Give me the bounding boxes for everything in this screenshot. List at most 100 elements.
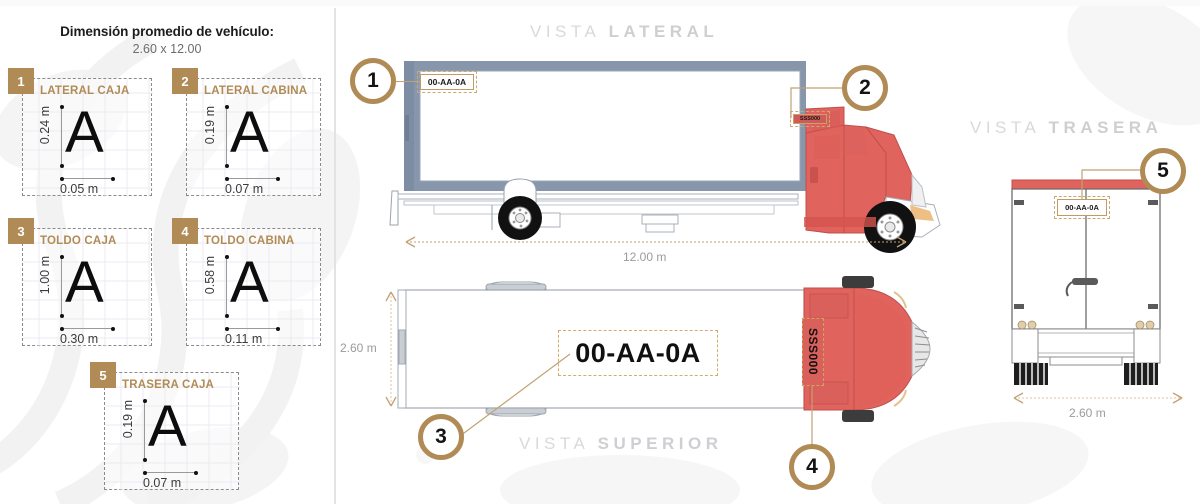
measure-dot [59, 164, 64, 168]
panel-divider [334, 8, 336, 504]
card-label-1: LATERAL CAJA [40, 85, 130, 97]
spec-card-3[interactable]: 3 TOLDO CAJA A 1.00 m 0.30 m [8, 218, 158, 350]
marker-4[interactable]: 4 [789, 444, 835, 490]
measure-dot [142, 458, 147, 462]
marker-1[interactable]: 1 [350, 58, 396, 104]
plate-text: SSS000 [806, 328, 820, 376]
measure-dot [59, 314, 64, 318]
card-label-5: TRASERA CAJA [122, 379, 215, 391]
measure-dot [224, 164, 229, 168]
plate-label-trasera-box[interactable]: 00-AA-0A [1054, 196, 1110, 219]
grid-background [105, 373, 240, 491]
marker-5[interactable]: 5 [1140, 148, 1186, 194]
view-title-prefix: VISTA [970, 118, 1040, 137]
marker-number: 3 [435, 425, 447, 448]
plate-label-lateral-box[interactable]: 00-AA-0A [417, 71, 477, 93]
card-glyph-1: A [65, 100, 104, 165]
card-width-3: 0.30 m [60, 332, 99, 346]
card-badge-4: 4 [172, 218, 198, 244]
plate-text: SSS000 [799, 116, 821, 122]
width-measure-line-2 [226, 178, 278, 179]
card-width-5: 0.07 m [143, 476, 182, 490]
card-glyph-4: A [230, 250, 269, 315]
measure-dot [59, 105, 64, 109]
card-glyph-5: A [148, 394, 187, 459]
spec-card-4[interactable]: 4 TOLDO CABINA A 0.58 m 0.11 m [172, 218, 327, 350]
width-measure-line-1 [61, 178, 113, 179]
grid-background [187, 79, 322, 197]
grid-background [23, 229, 153, 347]
plate-label-superior-cabin[interactable]: SSS000 [802, 318, 824, 386]
superior-view-drawing [397, 276, 931, 422]
height-measure-line-5 [144, 401, 145, 460]
dimension-label-lateral-length: 12.00 m [623, 250, 667, 264]
height-measure-line-3 [61, 257, 62, 316]
measure-dot [59, 255, 64, 259]
card-height-5: 0.19 m [121, 400, 135, 439]
width-measure-line-3 [61, 328, 113, 329]
width-measure-line-4 [226, 328, 278, 329]
height-measure-line-4 [226, 257, 227, 316]
card-label-3: TOLDO CAJA [40, 235, 117, 247]
right-drawings-panel: VISTA LATERAL [334, 0, 1200, 504]
leader-line-2 [790, 87, 847, 118]
leader-line-1 [396, 81, 422, 82]
measure-dot [59, 326, 64, 331]
grid-background [187, 229, 322, 347]
card-badge-1: 1 [8, 68, 34, 94]
view-title-lateral: VISTA LATERAL [530, 22, 718, 42]
page-subtitle: 2.60 x 12.00 [132, 42, 202, 56]
view-title-prefix: VISTA [530, 22, 600, 41]
card-height-1: 0.24 m [38, 106, 52, 145]
height-measure-line-2 [226, 107, 227, 166]
spec-card-1[interactable]: 1 LATERAL CAJA A 0.24 m 0.05 m [8, 68, 158, 200]
plate-label-superior-box[interactable]: 00-AA-0A [558, 330, 718, 376]
plate-label-lateral-cabin[interactable]: SSS000 [790, 111, 830, 127]
measure-dot [224, 255, 229, 259]
measure-dot [111, 176, 115, 181]
marker-number: 5 [1157, 159, 1169, 182]
card-width-1: 0.05 m [60, 182, 99, 196]
card-height-2: 0.19 m [203, 106, 217, 145]
card-glyph-3: A [65, 250, 104, 315]
view-title-name: LATERAL [608, 22, 719, 41]
dimension-arrow-trasera [1013, 392, 1183, 404]
plate-text: 00-AA-0A [427, 77, 467, 87]
card-label-2: LATERAL CABINA [204, 85, 308, 97]
card-badge-2: 2 [172, 68, 198, 94]
card-badge-5: 5 [90, 362, 116, 388]
spec-card-2[interactable]: 2 LATERAL CABINA A 0.19 m 0.07 m [172, 68, 327, 200]
measure-dot [224, 326, 229, 331]
marker-number: 2 [859, 76, 871, 99]
marker-number: 1 [367, 69, 379, 92]
view-title-trasera: VISTA TRASERA [970, 118, 1162, 138]
dimension-arrow-superior [385, 291, 397, 407]
width-measure-line-5 [144, 472, 196, 473]
dimension-label-trasera-width: 2.60 m [1069, 406, 1106, 420]
measure-dot [224, 176, 229, 181]
spec-card-5[interactable]: 5 TRASERA CAJA A 0.19 m 0.07 m [90, 362, 245, 494]
plate-text: 00-AA-0A [575, 337, 701, 368]
measure-dot [224, 314, 229, 318]
dimension-arrow-lateral [405, 236, 907, 248]
page-title: Dimensión promedio de vehículo: [60, 24, 274, 39]
card-width-4: 0.11 m [225, 332, 263, 346]
measure-dot [142, 399, 147, 403]
measure-dot [276, 326, 280, 331]
marker-3[interactable]: 3 [418, 414, 464, 460]
measure-dot [224, 105, 229, 109]
leader-line-3 [459, 353, 571, 437]
measure-dot [59, 176, 64, 181]
view-title-superior: VISTA SUPERIOR [519, 434, 722, 454]
card-width-2: 0.07 m [225, 182, 264, 196]
card-glyph-2: A [230, 100, 269, 165]
left-specs-panel: Dimensión promedio de vehículo: 2.60 x 1… [0, 0, 334, 504]
leader-line-5 [1081, 169, 1164, 202]
view-title-name: SUPERIOR [597, 434, 723, 453]
marker-2[interactable]: 2 [842, 65, 888, 111]
marker-number: 4 [806, 455, 818, 478]
card-badge-3: 3 [8, 218, 34, 244]
view-title-name: TRASERA [1048, 118, 1163, 137]
plate-text: 00-AA-0A [1065, 203, 1099, 212]
